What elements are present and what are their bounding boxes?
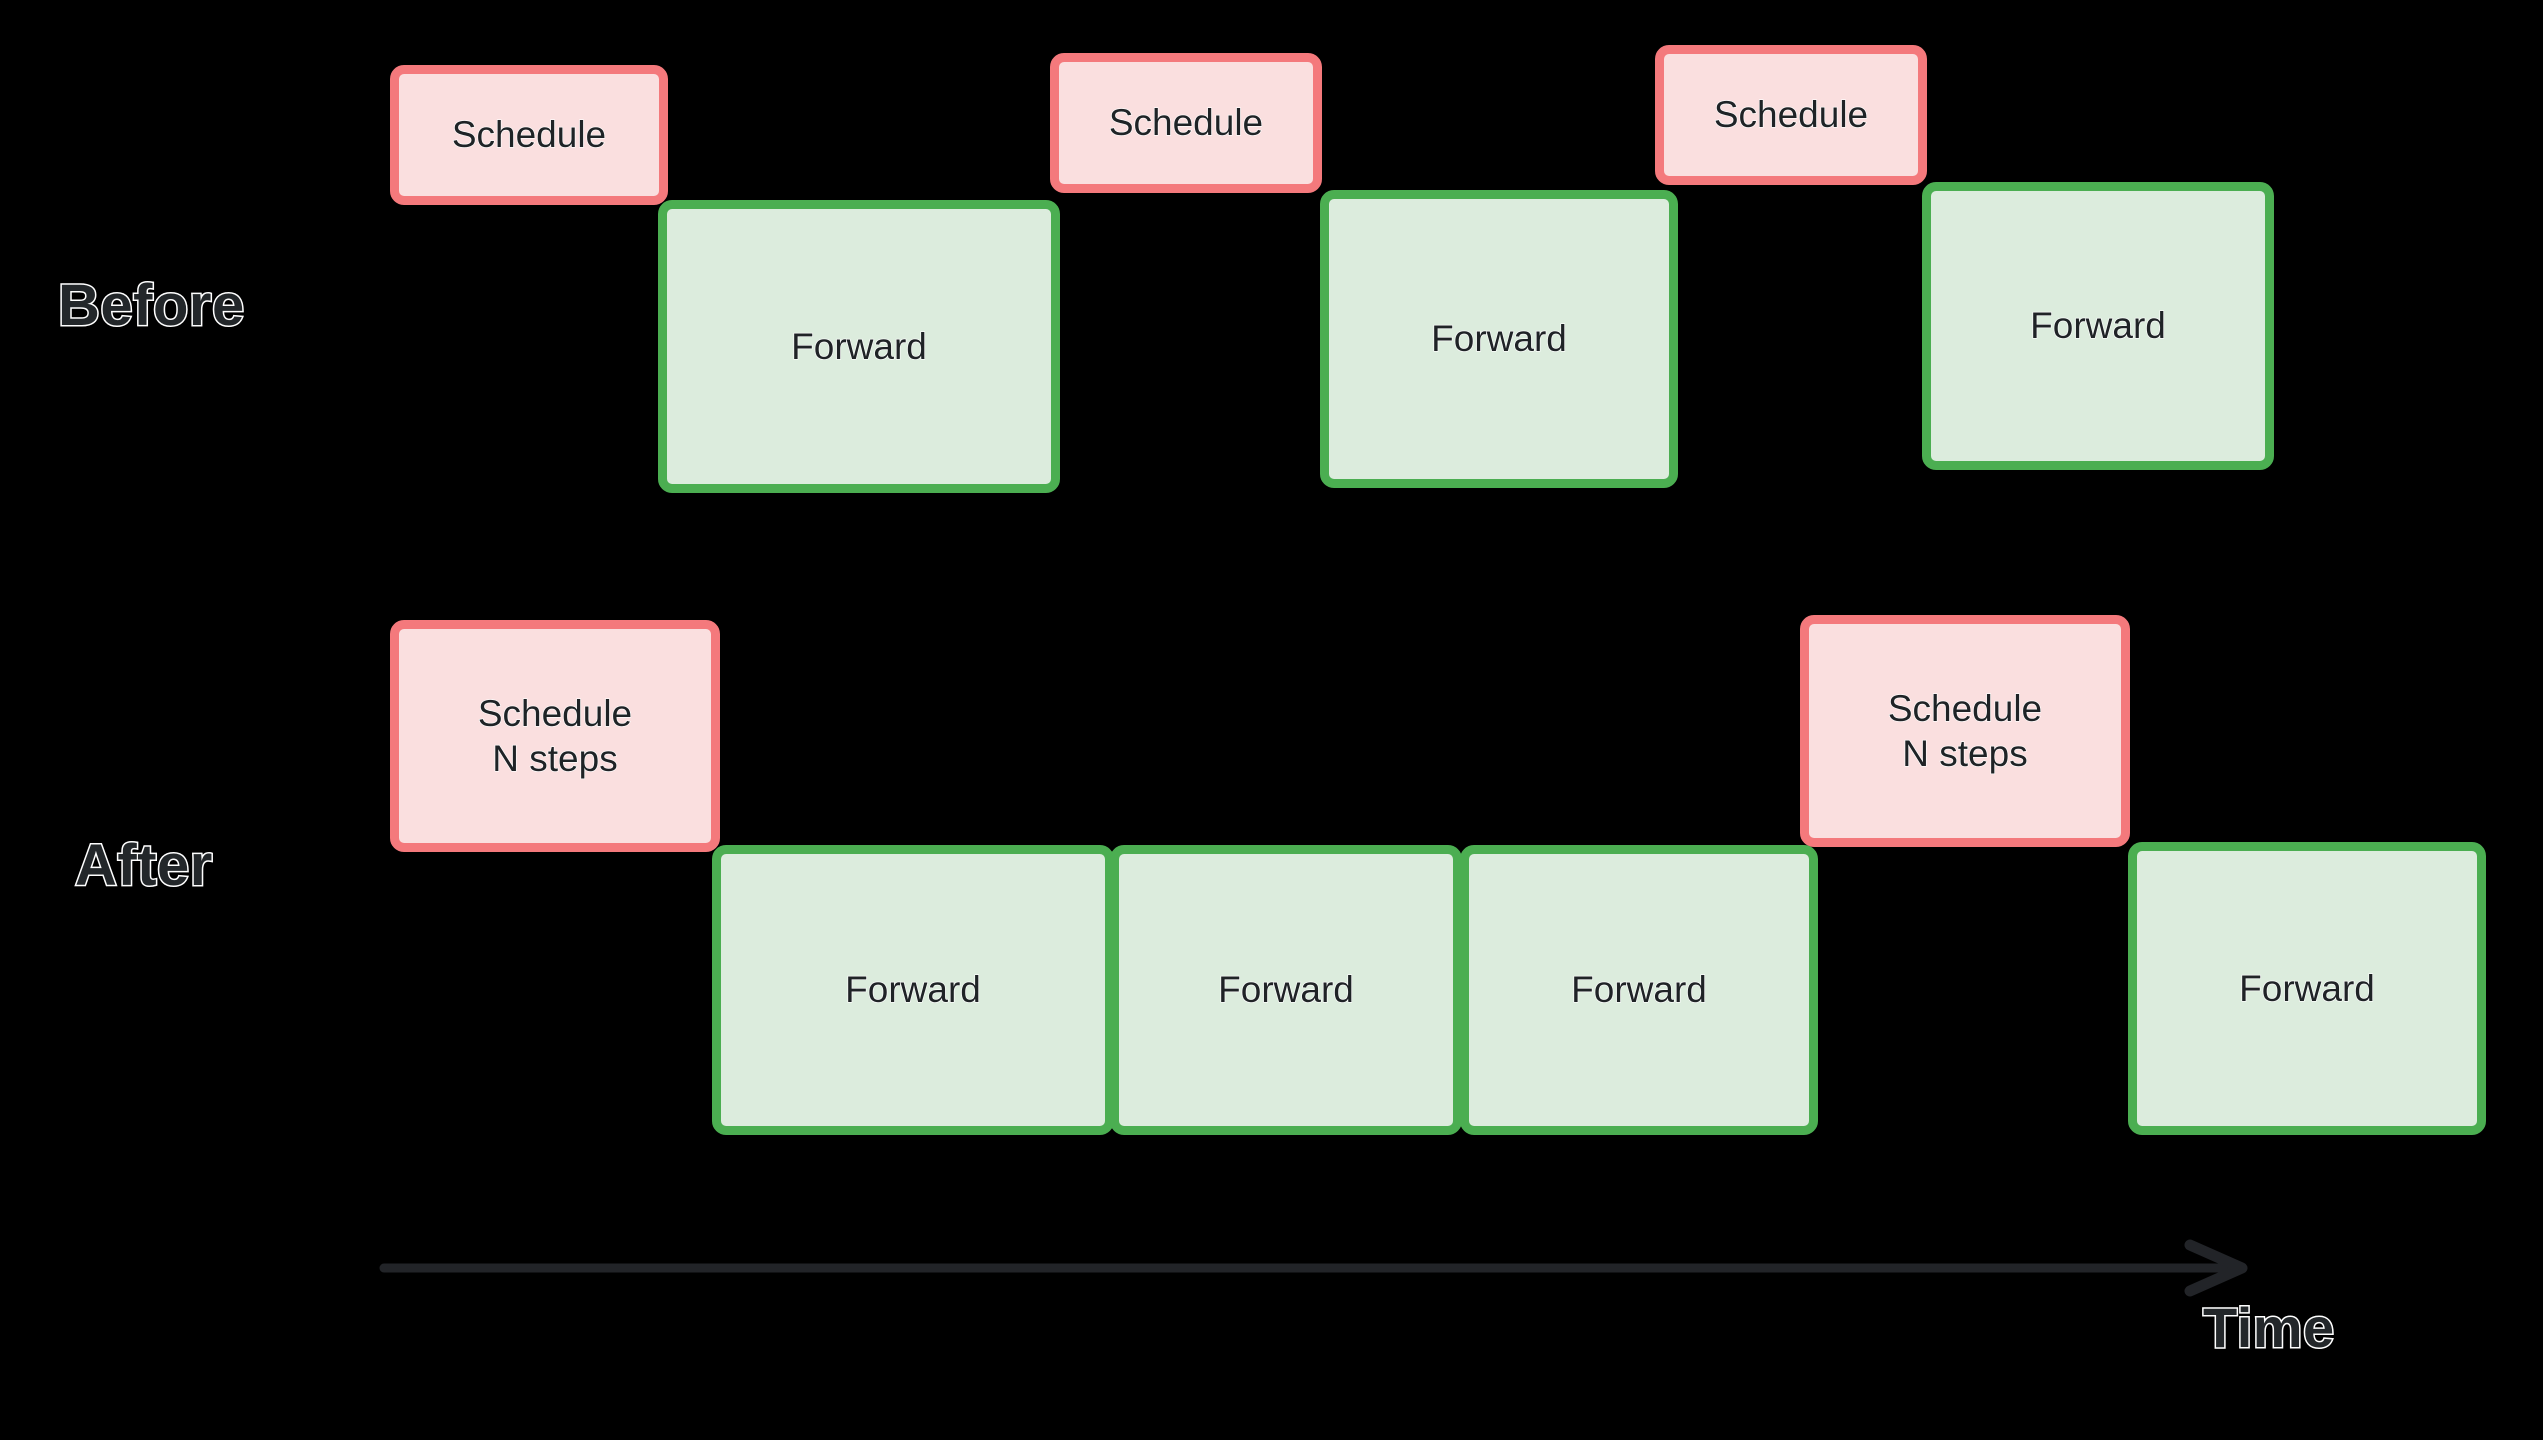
before-forward-block-2[interactable]: Forward — [1320, 190, 1678, 488]
before-schedule-block-2[interactable]: Schedule — [1050, 53, 1322, 193]
before-schedule-block-1[interactable]: Schedule — [390, 65, 668, 205]
time-axis-arrow — [370, 1236, 2260, 1304]
after-forward-block-1[interactable]: Forward — [712, 845, 1114, 1135]
before-forward-label-1: Forward — [791, 325, 928, 367]
after-schedule-label-2: Schedule N steps — [1887, 687, 2043, 774]
before-schedule-label-2: Schedule — [1108, 102, 1264, 144]
before-schedule-label-3: Schedule — [1713, 94, 1869, 136]
before-forward-block-1[interactable]: Forward — [658, 200, 1060, 493]
after-forward-block-2[interactable]: Forward — [1110, 845, 1462, 1135]
after-forward-label-2: Forward — [1218, 969, 1355, 1011]
after-schedule-block-1[interactable]: Schedule N steps — [390, 620, 720, 852]
before-schedule-label-1: Schedule — [451, 114, 607, 156]
after-forward-label-4: Forward — [2239, 967, 2376, 1009]
time-arrow-icon — [379, 1239, 2248, 1297]
row-label-after: After — [74, 833, 214, 898]
before-forward-label-3: Forward — [2030, 305, 2167, 347]
after-forward-label-3: Forward — [1571, 969, 1708, 1011]
row-label-before: Before — [57, 273, 246, 338]
before-schedule-block-3[interactable]: Schedule — [1655, 45, 1927, 185]
after-forward-label-1: Forward — [845, 969, 982, 1011]
after-schedule-label-1: Schedule N steps — [477, 692, 633, 779]
before-forward-block-3[interactable]: Forward — [1922, 182, 2274, 470]
after-forward-block-4[interactable]: Forward — [2128, 842, 2486, 1135]
after-schedule-block-2[interactable]: Schedule N steps — [1800, 615, 2130, 847]
before-forward-label-2: Forward — [1431, 318, 1568, 360]
time-axis-label: Time — [2202, 1296, 2336, 1359]
after-forward-block-3[interactable]: Forward — [1460, 845, 1818, 1135]
